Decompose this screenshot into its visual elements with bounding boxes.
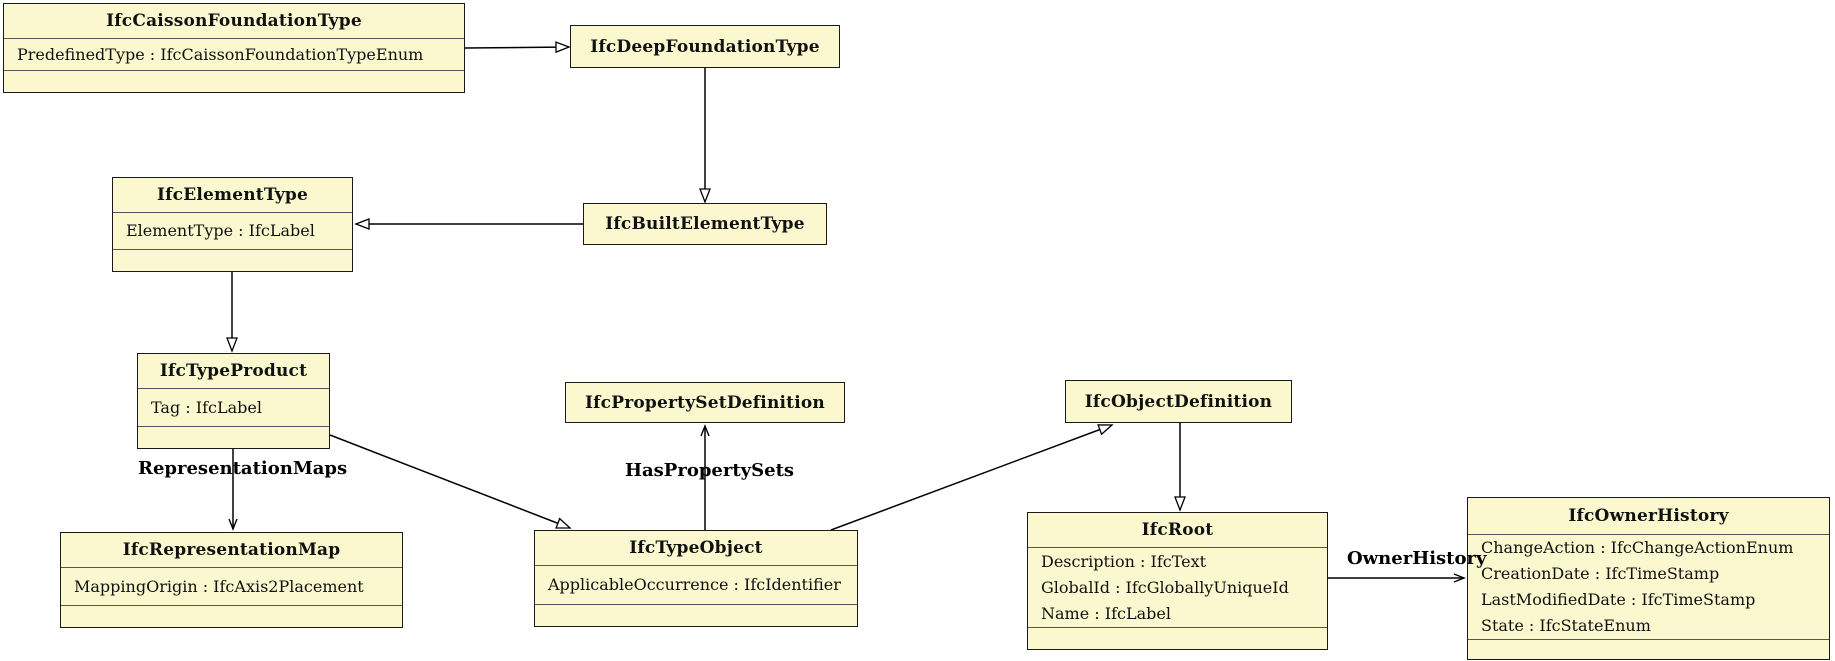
operations-compartment-empty [535, 604, 857, 626]
class-attributes: ApplicableOccurrence : IfcIdentifier [535, 565, 857, 604]
attribute: ApplicableOccurrence : IfcIdentifier [548, 575, 841, 594]
class-ifc-caisson-foundation-type: IfcCaissonFoundationType PredefinedType … [3, 3, 465, 93]
class-attributes: MappingOrigin : IfcAxis2Placement [61, 567, 402, 605]
edge-label-has-property-sets: HasPropertySets [625, 460, 795, 481]
class-ifc-root: IfcRoot Description : IfcText GlobalId :… [1027, 512, 1328, 650]
class-title: IfcOwnerHistory [1568, 506, 1729, 526]
edge-label-owner-history: OwnerHistory [1347, 548, 1487, 569]
operations-compartment-empty [1468, 639, 1829, 661]
class-attributes: ElementType : IfcLabel [113, 212, 352, 249]
attribute: PredefinedType : IfcCaissonFoundationTyp… [17, 44, 424, 64]
class-attributes: Tag : IfcLabel [138, 388, 329, 426]
edge-generalization-typeproduct-to-typeobject [329, 434, 572, 529]
operations-compartment-empty [4, 70, 464, 92]
class-ifc-property-set-definition: IfcPropertySetDefinition [565, 382, 845, 423]
attribute: ElementType : IfcLabel [126, 221, 315, 240]
class-attributes: ChangeAction : IfcChangeActionEnum Creat… [1468, 534, 1829, 639]
class-attributes: Description : IfcText GlobalId : IfcGlob… [1028, 547, 1327, 627]
class-ifc-element-type: IfcElementType ElementType : IfcLabel [112, 177, 353, 272]
class-title: IfcTypeProduct [159, 361, 308, 381]
class-ifc-representation-map: IfcRepresentationMap MappingOrigin : Ifc… [60, 532, 403, 628]
class-ifc-object-definition: IfcObjectDefinition [1065, 380, 1292, 423]
operations-compartment-empty [113, 249, 352, 271]
attribute: GlobalId : IfcGloballyUniqueId [1041, 577, 1289, 597]
class-title: IfcCaissonFoundationType [106, 11, 362, 31]
class-ifc-deep-foundation-type: IfcDeepFoundationType [570, 25, 840, 68]
operations-compartment-empty [61, 605, 402, 627]
class-ifc-type-object: IfcTypeObject ApplicableOccurrence : Ifc… [534, 530, 858, 627]
attribute: CreationDate : IfcTimeStamp [1481, 564, 1720, 583]
class-title: IfcDeepFoundationType [590, 36, 820, 57]
class-ifc-owner-history: IfcOwnerHistory ChangeAction : IfcChange… [1467, 497, 1830, 660]
operations-compartment-empty [138, 426, 329, 448]
class-title: IfcObjectDefinition [1084, 391, 1273, 412]
operations-compartment-empty [1028, 627, 1327, 649]
class-title: IfcTypeObject [629, 538, 763, 558]
attribute: LastModifiedDate : IfcTimeStamp [1481, 590, 1756, 609]
edge-label-representation-maps: RepresentationMaps [138, 458, 348, 479]
class-ifc-built-element-type: IfcBuiltElementType [583, 203, 827, 245]
attribute: State : IfcStateEnum [1481, 616, 1651, 635]
attribute: ChangeAction : IfcChangeActionEnum [1481, 538, 1794, 557]
attribute: MappingOrigin : IfcAxis2Placement [74, 576, 364, 596]
class-ifc-type-product: IfcTypeProduct Tag : IfcLabel [137, 353, 330, 449]
class-title: IfcPropertySetDefinition [585, 392, 825, 413]
class-title: IfcRepresentationMap [122, 540, 341, 560]
class-title: IfcElementType [156, 185, 309, 205]
attribute: Description : IfcText [1041, 551, 1207, 571]
class-title: IfcRoot [1141, 520, 1214, 540]
class-attributes: PredefinedType : IfcCaissonFoundationTyp… [4, 38, 464, 70]
attribute: Tag : IfcLabel [151, 397, 262, 417]
edge-generalization-caisson-to-deepfoundation [464, 41, 571, 54]
attribute: Name : IfcLabel [1041, 603, 1171, 623]
class-title: IfcBuiltElementType [605, 214, 805, 234]
